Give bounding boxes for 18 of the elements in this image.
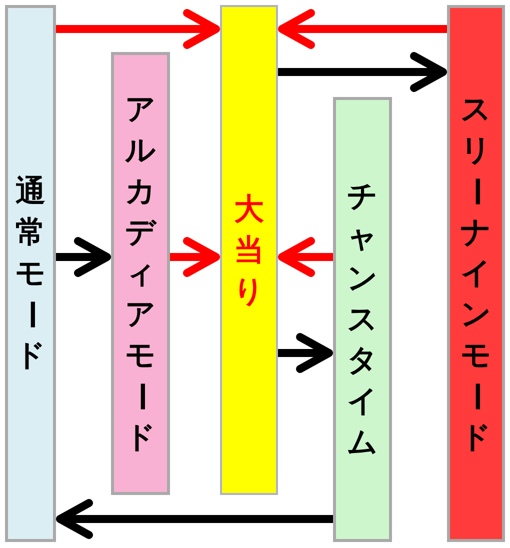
- mode-column: [220, 5, 278, 495]
- arrow: [56, 9, 220, 49]
- vertical-label: チャンスタイム: [346, 178, 379, 462]
- vertical-label: スリーナインモード: [458, 91, 494, 457]
- vertical-label: 通常モード: [12, 173, 48, 375]
- arrow: [278, 9, 447, 49]
- vertical-label: 大当り: [232, 190, 266, 310]
- arrow: [278, 333, 333, 373]
- mode-column: [5, 5, 56, 542]
- arrow: [278, 237, 333, 277]
- arrow: [170, 237, 220, 277]
- arrow: [56, 499, 333, 539]
- vertical-label: アルカディアモード: [122, 91, 158, 457]
- arrow: [56, 237, 111, 277]
- mode-column: [111, 52, 170, 495]
- mode-column: [333, 97, 392, 542]
- arrow: [278, 52, 447, 92]
- mode-column: [447, 5, 505, 542]
